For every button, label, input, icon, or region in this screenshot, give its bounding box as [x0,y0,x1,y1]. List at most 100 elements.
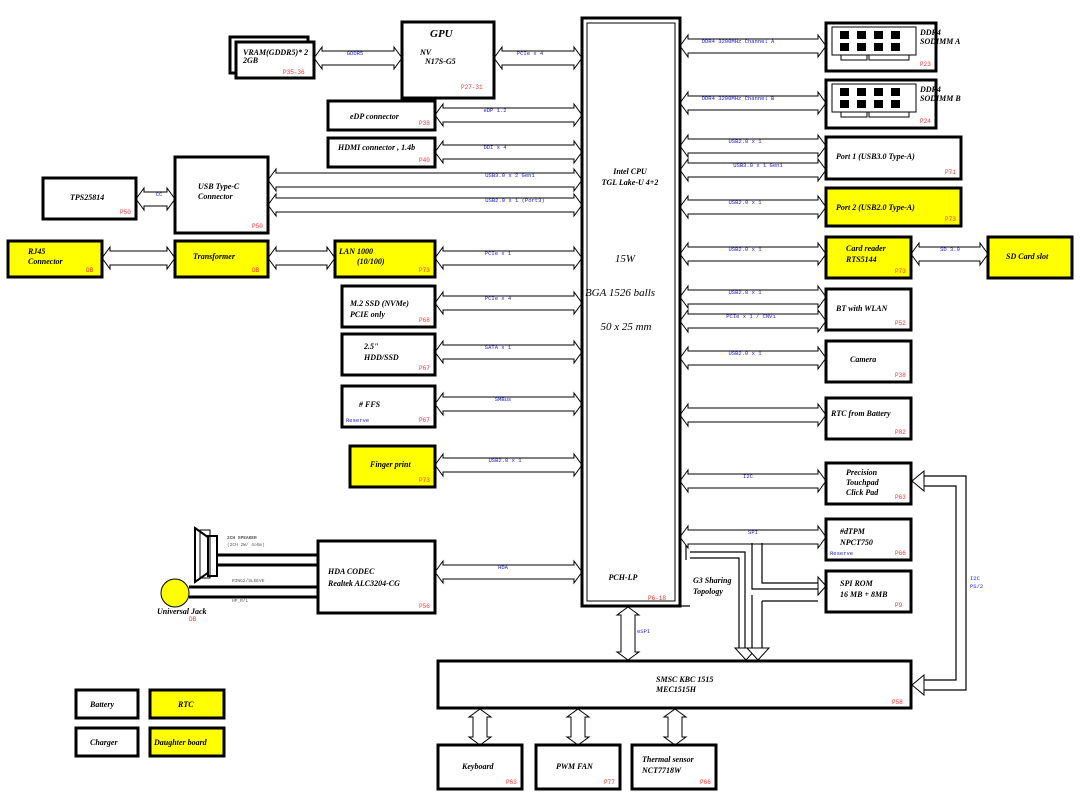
sd-card-slot[interactable]: SD Card slot [986,235,1074,280]
thermal-sensor-text-0: Thermal sensor [642,755,695,764]
lan-1000-text-1: (10/100) [357,257,385,266]
bt-wlan-text-0: BT with WLAN [835,304,889,313]
lan-1000[interactable]: LAN 1000(10/100)P73 [333,239,437,279]
transformer-text-0: Transformer [193,252,236,261]
dtpm-note: Reserve [830,550,853,557]
dimm-chip [891,31,900,39]
usb-port-2[interactable]: Port 2 (USB2.0 Type-A)P73 [824,186,963,228]
card-reader-page: P73 [895,268,906,275]
sodimm-b-text-0: DDR4 [919,85,941,94]
edp-bus-label: eDP 1.2 [483,107,506,114]
dimm-chip [840,31,849,39]
dimm-pins [840,54,868,61]
rtc-bus [679,402,827,428]
m2-ssd-text-0: M.2 SSD (NVMe) [349,299,409,308]
port1-usb3-bus-label: USB3.0 x 1 Gen1 [733,162,783,169]
vram-block[interactable]: VRAM(GDDR5)* 2 2GB P35-36 [228,35,316,80]
legend-charger: Charger [90,738,118,747]
dimm-chip [857,88,866,96]
spi-branch-2 [761,543,818,584]
spi-ec-arrow [745,647,771,661]
ec-block[interactable]: SMSC KBC 1515 MEC1515H P58 [436,659,913,710]
spi-rom-arrow [817,575,827,597]
cpu-block[interactable]: Intel CPU TGL Lake-U 4+2 15W BGA 1526 ba… [580,16,682,608]
hda-bus [434,559,583,585]
cpu-page: P6-18 [648,595,666,602]
sd-bus-label: SD 3.0 [940,246,960,253]
i2c-loop-outer [924,475,967,691]
cpu-package: BGA 1526 balls [585,287,655,299]
legend-daughter-board: Daughter board [153,738,208,747]
espi-bus [615,606,641,661]
ec-page: P58 [892,699,903,706]
dimm-chip [840,43,849,51]
speaker-spec: (2CH 2W/ 4ohm) [227,542,265,548]
lan-pcie-bus-label: PCIe x 1 [485,250,512,257]
tp-i2c-bus-label: I2C [743,473,754,480]
usb-port-2-text-0: Port 2 (USB2.0 Type-A) [836,203,915,212]
dimm-chip [857,100,866,108]
rtc-battery-text-0: RTC from Battery [830,409,891,418]
gpu-title: GPU [430,28,454,40]
hda-codec-text-1: Realtek ALC3204-CG [327,579,400,588]
tp-i2c-arrow [911,469,925,493]
ec-model: MEC1515H [655,685,697,694]
usb-port-1[interactable]: Port 1 (USB3.0 Type-A)P71 [824,135,963,181]
gpu-page: P27-31 [461,84,483,91]
legend: Battery RTC Charger Daughter board [74,688,226,758]
dimm-chip [857,31,866,39]
transformer-page: DB [252,267,260,274]
rj45-xfmr-link [101,245,176,271]
rj45-connector-text-1: Connector [28,257,64,266]
gpu-block[interactable]: GPU NV N17S-G5 P27-31 [400,20,496,100]
sodimm-b-text-1: SODIMM B [920,94,961,103]
tps25814-page: P50 [120,209,131,216]
therm-bus [662,708,688,746]
bt-usb-bus-label: USB2.0 x 1 [728,289,762,296]
gddr5-bus-label: GDDR5 [347,50,364,57]
usb-type-c-connector-page: P50 [252,223,263,230]
edp-connector-text-0: eDP connector [350,112,400,121]
usbc-usb3-bus-label: USB3.0 x 2 Gen1 [485,172,535,179]
card-reader-text-0: Card reader [846,244,887,253]
ec-i2c-label: I2C [970,575,981,582]
gpu-model: N17S-G5 [424,57,456,66]
port2-usb2-bus-label: USB2.0 x 1 [728,199,762,206]
precision-touchpad-page: P63 [895,494,906,501]
espi-label: eSPI [637,628,650,635]
dtpm-text-1: NPCT750 [839,538,873,547]
hda-codec-text-0: HDA CODEC [327,567,375,576]
camera-text-0: Camera [850,355,876,364]
universal-jack-icon [160,578,190,608]
smbus-bus-label: SMBus [495,396,512,403]
ec-name: SMSC KBC 1515 [656,675,713,684]
kb-bus [467,708,493,746]
universal-jack-page: DB [189,616,197,623]
ffs-text-0: # FFS [358,400,381,409]
